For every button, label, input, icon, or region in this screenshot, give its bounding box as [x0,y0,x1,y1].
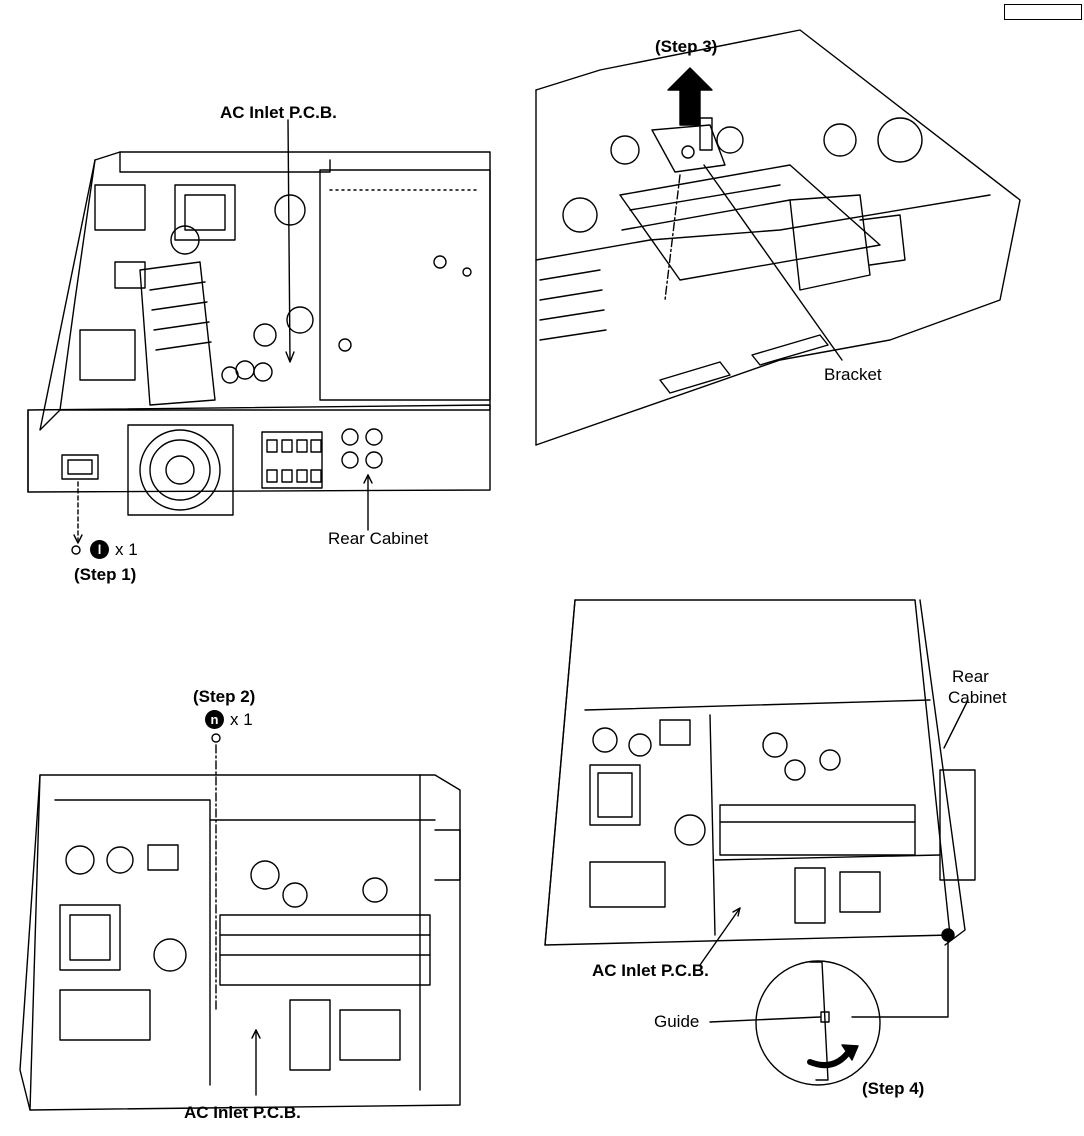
panel4-chassis-drawing [544,599,976,1086]
panel1-rear-cabinet-label: Rear Cabinet [328,529,429,548]
panel4-rear-cabinet-label: Rear Cabinet [948,667,1007,707]
panel4-step-label: (Step 4) [862,1079,925,1098]
panel2-step-label: (Step 3) [655,37,718,56]
panel3-chassis-drawing [19,733,461,1111]
page-number-box [1004,4,1082,20]
panel1-chassis-drawing [27,119,491,555]
panel4-pcb-label: AC Inlet P.C.B. [592,961,709,980]
panel1-step-label: (Step 1) [74,565,137,584]
screw-n-icon: n [205,710,224,730]
panel1-pcb-label: AC Inlet P.C.B. [220,103,337,122]
screw-l-icon: l [90,540,109,560]
panel4-guide-label: Guide [654,1012,700,1031]
panel2-bracket-label: Bracket [824,365,882,384]
panel2-bracket-drawing [535,29,1021,446]
panel3-step-label: (Step 2) [193,687,256,706]
panel3-pcb-label: AC Inlet P.C.B. [184,1103,301,1122]
